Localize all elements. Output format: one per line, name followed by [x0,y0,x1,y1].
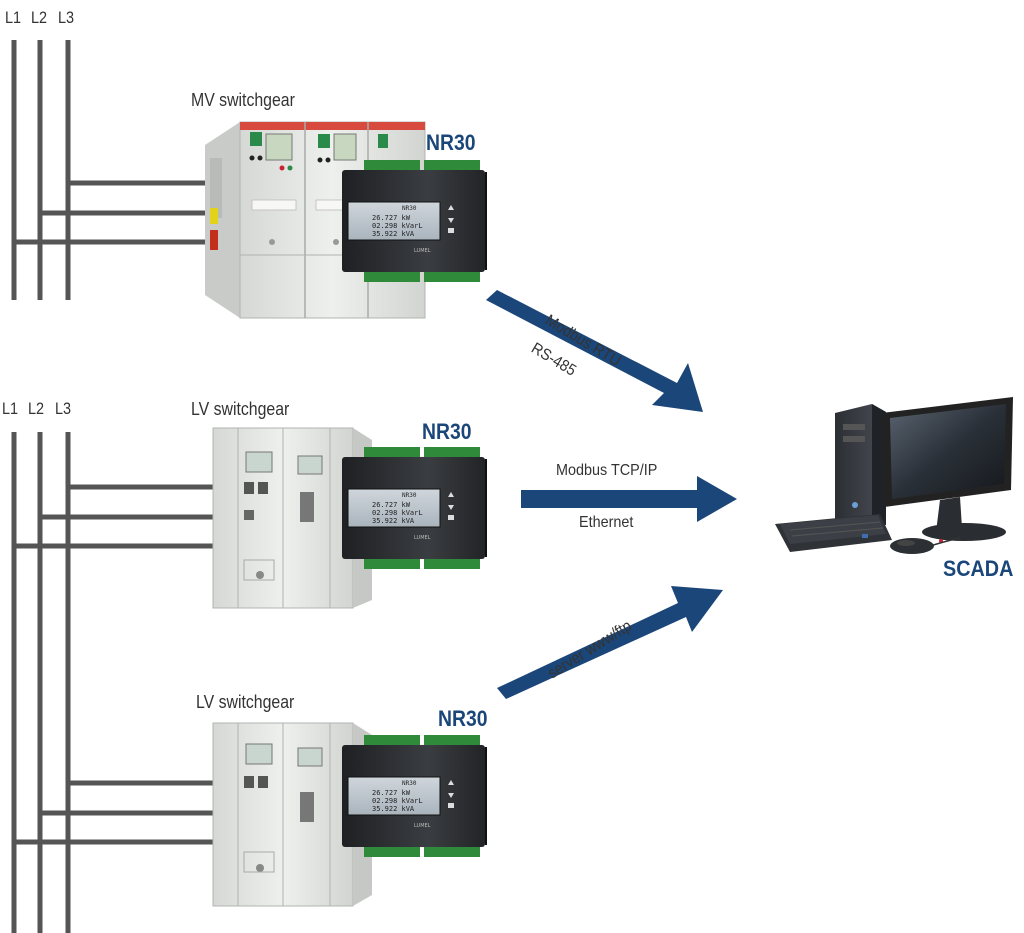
busbars-section-1 [11,40,215,300]
meter-lcd-row: 02.298 kVarL [372,222,423,230]
scada-computer-image [775,397,1013,554]
meter-lcd-row: 02.298 kVarL [372,509,423,517]
meter-edge [485,747,487,845]
down-arrow-icon [448,505,454,510]
arrow-modbus-rtu [486,290,703,412]
arrow-web-server [497,586,723,699]
scada-label: SCADA [943,556,1014,581]
meter-brand: LUMEL [414,248,431,254]
meter-lcd-row: 35.922 kVA [372,230,415,238]
nr30-label-1: NR30 [426,130,476,155]
down-arrow-icon [448,218,454,223]
phase-label-l3-section-2: L3 [55,399,72,418]
meter-lcd-row: 26.727 kW [372,789,411,797]
up-arrow-icon [448,780,454,785]
modbus-tcp-label: Modbus TCP/IP [556,462,658,479]
up-arrow-icon [448,205,454,210]
phase-label-l2-section-2: L2 [28,399,45,418]
meter-brand: LUMEL [414,823,431,829]
phase-label-l2: L2 [31,8,48,27]
meter-lcd [347,201,441,241]
nr30-label-3: NR30 [438,706,488,731]
lv-switchgear-label-2: LV switchgear [196,692,295,712]
arrow-modbus-tcp [521,476,737,522]
meter-lcd-row: 26.727 kW [372,501,411,509]
meter-edge [485,459,487,557]
meter-lcd-row: 26.727 kW [372,214,411,222]
meter-lcd-header: NR30 [402,205,417,212]
enter-key-icon [448,803,454,808]
meter-lcd-header: NR30 [402,492,417,499]
mv-switchgear-label: MV switchgear [191,90,295,110]
lv-switchgear-label-1: LV switchgear [191,399,290,419]
nr30-label-2: NR30 [422,419,472,444]
meter-lcd [347,488,441,528]
up-arrow-icon [448,492,454,497]
phase-label-l3: L3 [58,8,75,27]
phase-label-l1: L1 [5,8,22,27]
enter-key-icon [448,515,454,520]
phase-label-l1-section-2: L1 [2,399,19,418]
meter-edge [485,172,487,270]
meter-brand: LUMEL [414,535,431,541]
lv-switchgear-image-2 [212,722,372,907]
meter-lcd-row: 35.922 kVA [372,517,415,525]
ethernet-label: Ethernet [579,514,634,531]
down-arrow-icon [448,793,454,798]
meter-lcd-row: 02.298 kVarL [372,797,423,805]
enter-key-icon [448,228,454,233]
meter-lcd-row: 35.922 kVA [372,805,415,813]
meter-lcd-header: NR30 [402,780,417,787]
meter-lcd [347,776,441,816]
busbars-section-2 [11,432,215,933]
